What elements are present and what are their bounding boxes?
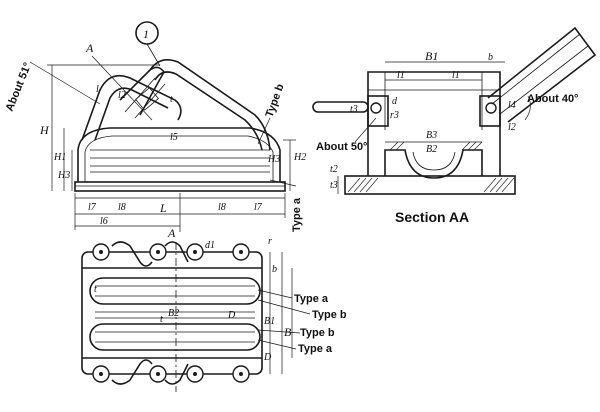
dim-D: D [263, 352, 272, 363]
dim-H1: H1 [53, 152, 66, 163]
angle-about-51: About 51° [4, 61, 34, 113]
dim-r-plan: r [268, 236, 272, 247]
callout-plan-type-b-1: Type b [312, 309, 347, 321]
section-mark-a-top: A [85, 41, 94, 55]
dim-H3-right: H3 [267, 154, 280, 165]
dim-l2-section: l2 [508, 122, 516, 133]
dim-l6: l6 [100, 216, 108, 227]
callout-plan-type-a-1: Type a [294, 293, 329, 305]
dim-L: L [159, 201, 167, 215]
dim-t-arm: t [170, 94, 173, 105]
dim-B3: B3 [426, 130, 437, 141]
dim-t3-section: t3 [350, 104, 358, 115]
section-pin-handle [312, 101, 369, 113]
dim-l7-left: l7 [88, 202, 97, 213]
dim-B1: B1 [425, 49, 438, 63]
section-mark-a-bottom: A [167, 226, 176, 240]
dim-b-plan-top: b [272, 264, 277, 275]
section-inclined-arm [487, 26, 597, 123]
dim-H2: H2 [293, 152, 306, 163]
dim-B2-plan: B2 [168, 308, 179, 319]
dim-l4: l4 [508, 100, 516, 111]
dim-l7-right: l7 [254, 202, 263, 213]
dim-l8-left: l8 [118, 202, 126, 213]
dim-t-plan-left: t [94, 284, 97, 295]
side-arm-left [81, 74, 182, 141]
dim-B2-section: B2 [426, 144, 437, 155]
dim-l8-right: l8 [218, 202, 226, 213]
dim-B1-plan: B1 [264, 316, 275, 327]
dim-H: H [39, 123, 50, 137]
dim-l1-left: l1 [397, 70, 405, 81]
section-aa-view: B1 b l1 l1 t3 d r3 B3 B2 l4 l2 t2 t3 Abo… [312, 26, 597, 225]
angle-about-50: About 50° [316, 141, 367, 153]
dim-p-plan: D [227, 310, 236, 321]
plan-outer-frame [81, 251, 263, 375]
callout-type-b-top: Type b [264, 82, 287, 119]
plan-view: r d1 b B B1 D B2 t t D Type a Type b Typ… [81, 236, 347, 392]
dim-H3: H3 [57, 170, 70, 181]
dim-d1: d1 [205, 240, 215, 251]
dim-r3: r3 [390, 110, 399, 121]
side-base-plate [74, 181, 286, 192]
section-base [344, 175, 516, 195]
dim-l1-right: l1 [452, 70, 460, 81]
callout-type-a-side: Type a [291, 197, 303, 232]
side-lower-body [77, 127, 281, 182]
item-marker-label: 1 [143, 27, 149, 41]
angle-about-40: About 40° [527, 93, 578, 105]
callout-plan-type-b-2: Type b [300, 327, 335, 339]
callout-plan-type-a-2: Type a [298, 343, 333, 355]
dim-t-plan: t [160, 314, 163, 325]
dim-l2: l2 [118, 90, 126, 101]
dim-b-section: b [488, 52, 493, 63]
dim-l: l [96, 84, 99, 95]
dim-t2: t2 [330, 164, 338, 175]
side-elevation-view: 1 A About 51° H H1 H3 H2 H3 l l2 l5 t Ty… [4, 21, 306, 240]
side-arm-right [149, 59, 271, 151]
dim-d-section: d [392, 96, 398, 107]
dim-l5: l5 [170, 132, 178, 143]
dim-t3-base: t3 [330, 180, 338, 191]
section-aa-title: Section AA [395, 209, 469, 225]
